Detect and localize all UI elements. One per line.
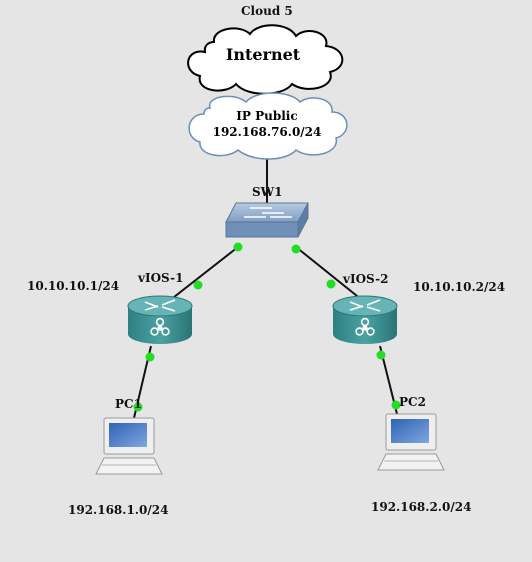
vios2-ip-label: 10.10.10.2/24 (413, 280, 506, 294)
sw1-label: SW1 (252, 185, 283, 199)
ip-public-cloud-icon[interactable] (188, 92, 348, 160)
status-dot (376, 350, 386, 360)
cloud5-label: Cloud 5 (241, 4, 293, 18)
switch-icon[interactable] (225, 202, 309, 238)
pc1-network-label: 192.168.1.0/24 (68, 503, 169, 517)
pc2-network-label: 192.168.2.0/24 (371, 500, 472, 514)
status-dot (145, 352, 155, 362)
router-vios1-icon[interactable] (127, 295, 193, 344)
status-dot (391, 400, 401, 410)
pc2-computer-icon[interactable] (377, 413, 445, 471)
vios1-ip-label: 10.10.10.1/24 (27, 279, 120, 293)
ip-public-subnet: 192.168.76.0/24 (212, 125, 322, 139)
internet-text: Internet (225, 45, 301, 64)
status-dot (193, 280, 203, 290)
ip-public-title: IP Public (236, 109, 298, 123)
pc1-label: PC1 (115, 397, 142, 411)
status-dot (291, 244, 301, 254)
pc2-label: PC2 (399, 395, 426, 409)
vios1-label: vIOS-1 (138, 271, 184, 285)
pc1-computer-icon[interactable] (95, 417, 163, 475)
status-dot (326, 279, 336, 289)
link-status-dots (133, 242, 401, 412)
vios2-label: vIOS-2 (343, 272, 389, 286)
status-dot (233, 242, 243, 252)
status-dot (133, 402, 143, 412)
router-vios2-icon[interactable] (332, 295, 398, 344)
internet-cloud-icon[interactable] (187, 24, 344, 95)
